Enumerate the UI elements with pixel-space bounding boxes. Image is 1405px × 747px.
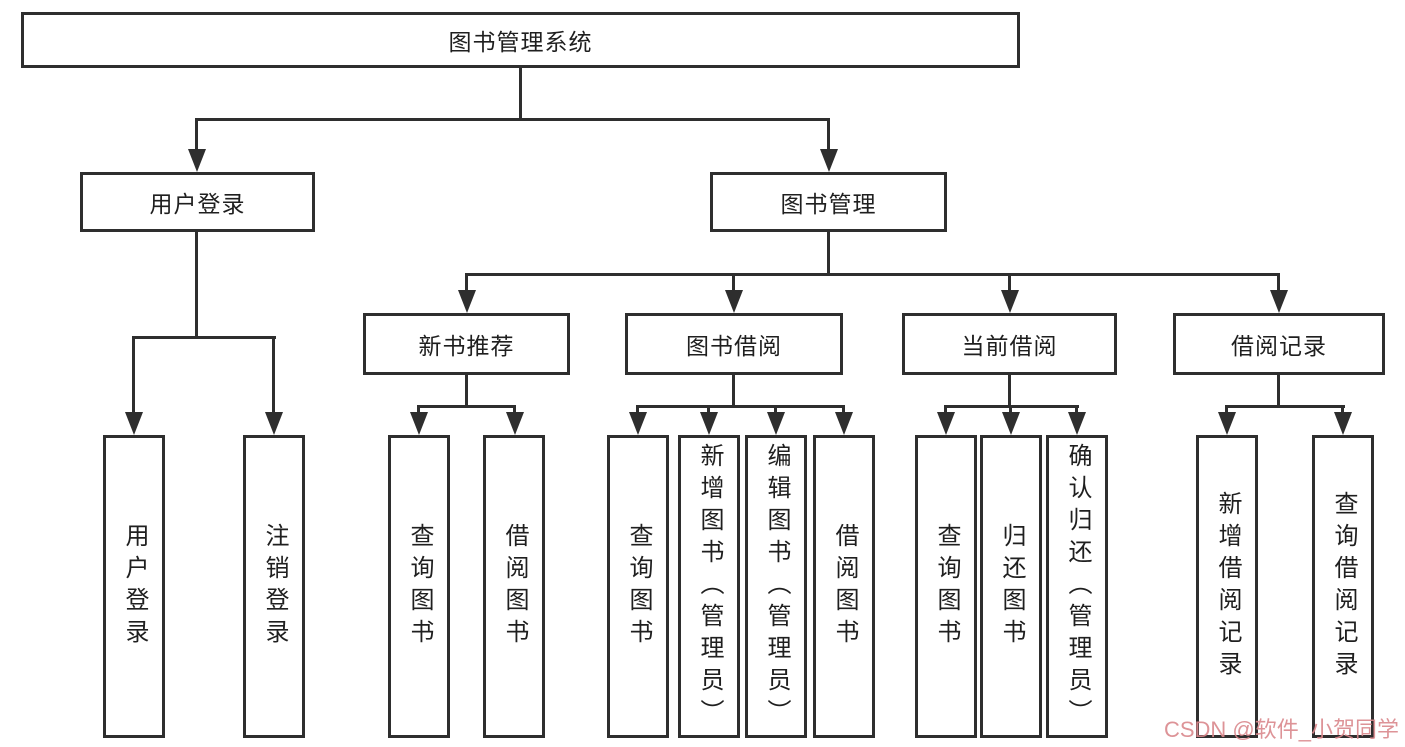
arrow-down-icon <box>767 412 785 435</box>
leaf-borrow-edit-books-admin: 编辑图书（管理员） <box>745 435 807 738</box>
leaf-current-query-books: 查询图书 <box>915 435 977 738</box>
arrow-down-icon <box>1270 290 1288 313</box>
connector-book-management-stem <box>827 232 830 273</box>
connector-root-branch <box>197 118 830 121</box>
connector-drop <box>636 405 639 412</box>
leaf-recommend-borrow-books: 借阅图书 <box>483 435 545 738</box>
leaf-label: 新增图书（管理员） <box>696 442 723 731</box>
connector-drop <box>417 405 420 412</box>
arrow-down-icon <box>937 412 955 435</box>
connector-drop-leaf-logout <box>272 336 275 412</box>
leaf-label: 查询图书 <box>625 522 652 651</box>
arrow-down-icon <box>410 412 428 435</box>
node-root: 图书管理系统 <box>21 12 1020 68</box>
leaf-current-return-books: 归还图书 <box>980 435 1042 738</box>
connector-drop <box>944 405 947 412</box>
leaf-records-query-record: 查询借阅记录 <box>1312 435 1374 738</box>
connector-drop <box>774 405 777 412</box>
node-new-book-recommend: 新书推荐 <box>363 313 570 375</box>
connector-drop <box>1009 405 1012 412</box>
leaf-label: 新增借阅记录 <box>1214 490 1241 683</box>
connector-book-management-branch <box>466 273 1280 276</box>
connector-drop-current-borrow <box>1008 273 1011 290</box>
connector-records-stem <box>1277 375 1280 405</box>
arrow-down-icon <box>1001 290 1019 313</box>
leaf-label: 确认归还（管理员） <box>1064 442 1091 731</box>
leaf-records-add-record: 新增借阅记录 <box>1196 435 1258 738</box>
connector-drop <box>707 405 710 412</box>
leaf-recommend-query-books: 查询图书 <box>388 435 450 738</box>
arrow-down-icon <box>820 149 838 172</box>
node-book-borrow-label: 图书借阅 <box>686 333 782 359</box>
arrow-down-icon <box>458 290 476 313</box>
connector-current-stem <box>1008 375 1011 405</box>
node-book-management-label: 图书管理 <box>780 191 877 217</box>
leaf-user-login: 用户登录 <box>103 435 165 738</box>
connector-drop-user-login <box>195 118 198 150</box>
connector-drop-leaf-user-login <box>132 336 135 412</box>
leaf-label: 查询图书 <box>933 522 960 651</box>
leaf-label: 注销登录 <box>261 522 288 651</box>
node-book-management: 图书管理 <box>710 172 947 232</box>
leaf-label: 归还图书 <box>998 522 1025 651</box>
leaf-logout: 注销登录 <box>243 435 305 738</box>
leaf-borrow-borrow-books: 借阅图书 <box>813 435 875 738</box>
csdn-watermark: CSDN @软件_小贺同学 <box>1163 717 1399 742</box>
leaf-borrow-query-books: 查询图书 <box>607 435 669 738</box>
connector-recommend-stem <box>465 375 468 405</box>
arrow-down-icon <box>265 412 283 435</box>
connector-user-login-stem <box>195 232 198 336</box>
node-user-login-label: 用户登录 <box>149 191 246 217</box>
node-borrow-records-label: 借阅记录 <box>1231 333 1327 359</box>
node-root-label: 图书管理系统 <box>448 29 593 55</box>
arrow-down-icon <box>629 412 647 435</box>
arrow-down-icon <box>700 412 718 435</box>
arrow-down-icon <box>725 290 743 313</box>
connector-root-stem <box>519 68 522 118</box>
connector-drop <box>1075 405 1078 412</box>
arrow-down-icon <box>1002 412 1020 435</box>
node-borrow-records: 借阅记录 <box>1173 313 1385 375</box>
connector-drop <box>513 405 516 412</box>
leaf-label: 借阅图书 <box>501 522 528 651</box>
leaf-label: 编辑图书（管理员） <box>763 442 790 731</box>
arrow-down-icon <box>506 412 524 435</box>
node-current-borrow: 当前借阅 <box>902 313 1117 375</box>
arrow-down-icon <box>125 412 143 435</box>
connector-records-branch <box>1227 405 1345 408</box>
arrow-down-icon <box>835 412 853 435</box>
connector-current-branch <box>946 405 1079 408</box>
connector-borrow-stem <box>732 375 735 405</box>
node-user-login: 用户登录 <box>80 172 315 232</box>
connector-drop-new-book-recommend <box>465 273 468 290</box>
leaf-current-confirm-return-admin: 确认归还（管理员） <box>1046 435 1108 738</box>
node-new-book-recommend-label: 新书推荐 <box>418 333 515 359</box>
connector-drop-book-borrow <box>732 273 735 290</box>
arrow-down-icon <box>188 149 206 172</box>
connector-user-login-branch <box>133 336 276 339</box>
node-book-borrow: 图书借阅 <box>625 313 843 375</box>
connector-drop-book-management <box>827 118 830 150</box>
leaf-label: 查询图书 <box>406 522 433 651</box>
connector-recommend-branch <box>419 405 516 408</box>
leaf-borrow-add-books-admin: 新增图书（管理员） <box>678 435 740 738</box>
arrow-down-icon <box>1068 412 1086 435</box>
node-current-borrow-label: 当前借阅 <box>961 333 1058 359</box>
connector-drop <box>842 405 845 412</box>
connector-borrow-branch <box>638 405 845 408</box>
arrow-down-icon <box>1334 412 1352 435</box>
connector-drop-borrow-records <box>1277 273 1280 290</box>
arrow-down-icon <box>1218 412 1236 435</box>
leaf-label: 借阅图书 <box>831 522 858 651</box>
leaf-label: 用户登录 <box>121 522 148 651</box>
connector-drop <box>1341 405 1344 412</box>
leaf-label: 查询借阅记录 <box>1330 490 1357 683</box>
connector-drop <box>1225 405 1228 412</box>
